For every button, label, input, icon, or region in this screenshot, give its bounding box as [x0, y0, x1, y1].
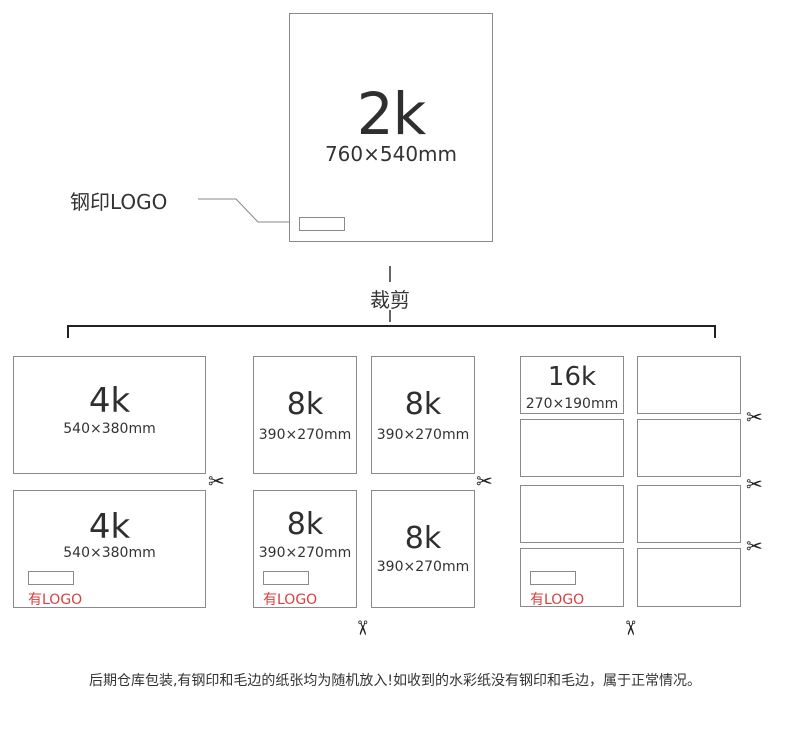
- sheet-8k-dimensions: 390×270mm: [258, 427, 352, 443]
- cut-bracket: [67, 325, 716, 338]
- sheet-8k-dimensions: 390×270mm: [376, 559, 470, 575]
- sheet-2k-size: 2k: [356, 80, 427, 148]
- scissors-icon: ✂: [350, 619, 375, 637]
- sheet-2k: 2k 760×540mm: [289, 13, 493, 242]
- sheet-16k-8: [637, 548, 741, 607]
- logo-note: 有LOGO: [530, 592, 585, 608]
- sheet-16k-5: [520, 485, 624, 543]
- sheet-16k-7: 有LOGO: [520, 548, 624, 608]
- logo-stamp-box: [28, 571, 74, 585]
- sheet-16k-6: [637, 485, 741, 543]
- cut-label: 裁剪: [370, 288, 410, 312]
- sheet-4k-dimensions: 540×380mm: [63, 421, 156, 437]
- logo-callout-line: [198, 198, 296, 223]
- logo-stamp-box: [530, 571, 576, 585]
- sheet-16k-3: [520, 419, 624, 477]
- footer-note: 后期仓库包装,有钢印和毛边的纸张均为随机放入!如收到的水彩纸没有钢印和毛边，属于…: [88, 673, 702, 689]
- sheet-8k-size: 8k: [286, 507, 324, 542]
- scissors-icon: ✂: [208, 469, 225, 493]
- sheet-8k-dimensions: 390×270mm: [258, 545, 352, 561]
- sheet-8k-size: 8k: [404, 521, 442, 556]
- sheet-4k-top: 4k 540×380mm: [13, 356, 206, 474]
- sheet-16k-1: 16k 270×190mm: [520, 356, 624, 414]
- sheet-4k-size: 4k: [88, 381, 131, 421]
- sheet-4k-dimensions: 540×380mm: [63, 545, 156, 561]
- sheet-8k-2: 8k 390×270mm: [371, 356, 475, 474]
- sheet-2k-dimensions: 760×540mm: [324, 142, 458, 166]
- scissors-icon: ✂: [746, 472, 763, 496]
- sheet-8k-size: 8k: [404, 387, 442, 422]
- sheet-16k-4: [637, 419, 741, 477]
- logo-stamp-box: [299, 217, 345, 231]
- scissors-icon: ✂: [746, 534, 763, 558]
- sheet-16k-dimensions: 270×190mm: [525, 396, 619, 412]
- logo-stamp-box: [263, 571, 309, 585]
- sheet-8k-3: 8k 390×270mm 有LOGO: [253, 490, 357, 608]
- sheet-16k-2: [637, 356, 741, 414]
- sheet-4k-size: 4k: [88, 507, 131, 547]
- sheet-8k-4: 8k 390×270mm: [371, 490, 475, 608]
- logo-note: 有LOGO: [263, 592, 318, 608]
- logo-callout-label: 钢印LOGO: [70, 190, 168, 214]
- scissors-icon: ✂: [618, 619, 643, 637]
- scissors-icon: ✂: [476, 469, 493, 493]
- sheet-8k-dimensions: 390×270mm: [376, 427, 470, 443]
- sheet-4k-bottom: 4k 540×380mm 有LOGO: [13, 490, 206, 608]
- logo-note: 有LOGO: [28, 592, 83, 608]
- scissors-icon: ✂: [746, 405, 763, 429]
- sheet-8k-1: 8k 390×270mm: [253, 356, 357, 474]
- sheet-16k-size: 16k: [547, 362, 597, 392]
- sheet-8k-size: 8k: [286, 387, 324, 422]
